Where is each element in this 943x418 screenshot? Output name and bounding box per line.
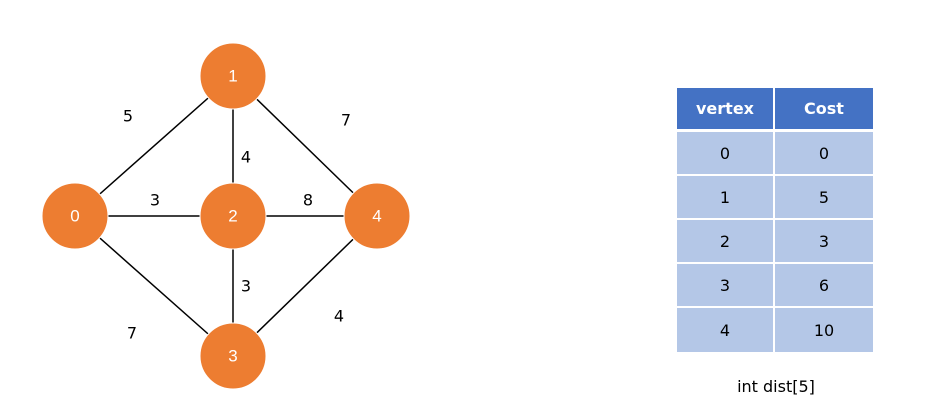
header-cost: Cost <box>775 88 873 132</box>
node-label-2: 2 <box>228 207 237 226</box>
node-circle-4 <box>343 182 411 250</box>
nodes-layer: 0 1 2 3 4 <box>41 42 411 390</box>
node-4: 4 <box>343 182 411 250</box>
cost-cell: 0 <box>775 132 873 176</box>
table-row: 4 10 <box>677 308 873 352</box>
edge-weight-0-3: 7 <box>127 324 137 343</box>
table-row: 3 6 <box>677 264 873 308</box>
edge-weight-2-4: 8 <box>303 191 313 210</box>
table-header-row: vertex Cost <box>677 88 873 132</box>
vertex-cell: 3 <box>677 264 775 308</box>
node-3: 3 <box>199 322 267 390</box>
node-circle-2 <box>199 182 267 250</box>
edge-weight-0-2: 3 <box>150 191 160 210</box>
vertex-cell: 1 <box>677 176 775 220</box>
header-vertex: vertex <box>677 88 775 132</box>
cost-cell: 3 <box>775 220 873 264</box>
vertex-cell: 4 <box>677 308 775 352</box>
dist-table: vertex Cost 0 0 1 5 2 3 3 6 4 10 <box>677 88 873 352</box>
node-circle-3 <box>199 322 267 390</box>
table-caption: int dist[5] <box>737 377 815 396</box>
node-1: 1 <box>199 42 267 110</box>
cost-cell: 5 <box>775 176 873 220</box>
node-label-1: 1 <box>228 67 237 86</box>
edge-weights-layer: 5 3 7 4 7 8 3 4 <box>123 107 351 343</box>
edge-0-1 <box>74 75 234 217</box>
table-row: 1 5 <box>677 176 873 220</box>
edge-weight-1-4: 7 <box>341 111 351 130</box>
vertex-cell: 2 <box>677 220 775 264</box>
edge-0-3 <box>74 215 234 357</box>
node-0: 0 <box>41 182 109 250</box>
edge-weight-1-2: 4 <box>241 148 251 167</box>
edge-weight-0-1: 5 <box>123 107 133 126</box>
table-row: 0 0 <box>677 132 873 176</box>
cost-cell: 6 <box>775 264 873 308</box>
node-circle-0 <box>41 182 109 250</box>
table-row: 2 3 <box>677 220 873 264</box>
node-label-3: 3 <box>228 347 237 366</box>
edge-weight-3-4: 4 <box>334 307 344 326</box>
cost-cell: 10 <box>775 308 873 352</box>
node-label-4: 4 <box>372 207 381 226</box>
node-circle-1 <box>199 42 267 110</box>
node-label-0: 0 <box>70 207 79 226</box>
edge-weight-2-3: 3 <box>241 277 251 296</box>
node-2: 2 <box>199 182 267 250</box>
vertex-cell: 0 <box>677 132 775 176</box>
